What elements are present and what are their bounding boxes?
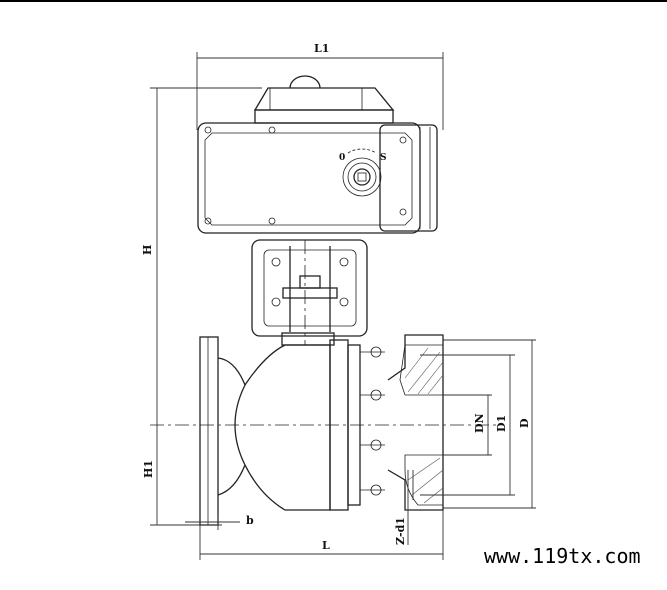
flange-section-hatch <box>399 344 444 506</box>
dimension-h: H <box>141 87 262 425</box>
valve-body <box>199 332 444 526</box>
dimension-z-d1: Z-d1 <box>394 470 414 545</box>
label-h: H <box>141 245 154 255</box>
dimension-l1: L1 <box>196 42 444 130</box>
actuator: 0 S <box>197 75 438 234</box>
mounting-bracket <box>251 239 368 337</box>
label-h1: H1 <box>142 460 155 478</box>
position-dial: 0 S <box>339 148 387 197</box>
label-dn: DN <box>473 413 486 433</box>
watermark: www.119tx.com <box>484 544 641 568</box>
label-l1: L1 <box>314 42 329 55</box>
dimension-diameters: DN D1 D <box>420 339 536 509</box>
flange-bolts <box>360 346 385 496</box>
label-b: b <box>246 514 254 527</box>
svg-text:0: 0 <box>339 153 345 163</box>
label-d: D <box>518 418 531 428</box>
svg-text:S: S <box>380 153 387 163</box>
label-d1: D1 <box>495 415 508 432</box>
label-z-d1: Z-d1 <box>394 517 407 545</box>
cover-screws <box>204 126 407 225</box>
dimension-b: b <box>185 514 254 530</box>
label-l: L <box>322 539 330 552</box>
dimension-h1: H1 <box>142 425 222 526</box>
dimension-l: L <box>199 510 444 560</box>
